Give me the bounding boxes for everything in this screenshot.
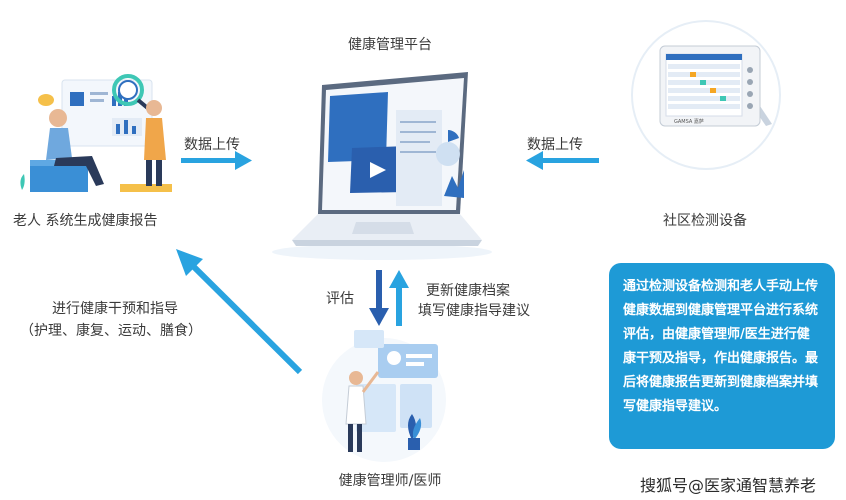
arrow-intervene — [176, 249, 303, 375]
watermark: 搜狐号@医家通智慧养老 — [640, 476, 817, 495]
arrow-update — [389, 270, 409, 326]
intervene-label-line1: 进行健康干预和指导 — [52, 301, 178, 317]
info-box: 通过检测设备检测和老人手动上传健康数据到健康管理平台进行系统评估，由健康管理师/… — [609, 263, 835, 449]
evaluate-label: 评估 — [326, 291, 354, 307]
arrow-evaluate — [369, 270, 389, 326]
update-label-line1: 更新健康档案 — [426, 283, 510, 299]
elderly-label: 老人 系统生成健康报告 — [13, 213, 158, 229]
info-box-text: 通过检测设备检测和老人手动上传健康数据到健康管理平台进行系统评估，由健康管理师/… — [623, 279, 819, 414]
device-label: 社区检测设备 — [663, 213, 747, 229]
intervene-label-line2: （护理、康复、运动、膳食） — [20, 323, 202, 339]
platform-label: 健康管理平台 — [348, 37, 432, 53]
device-brand: GAMSA 嘉萨 — [674, 119, 704, 125]
manager-label: 健康管理师/医师 — [338, 473, 442, 489]
upload-right-label: 数据上传 — [527, 137, 583, 153]
update-label-line2: 填写健康指导建议 — [418, 303, 530, 319]
upload-left-label: 数据上传 — [184, 137, 240, 153]
